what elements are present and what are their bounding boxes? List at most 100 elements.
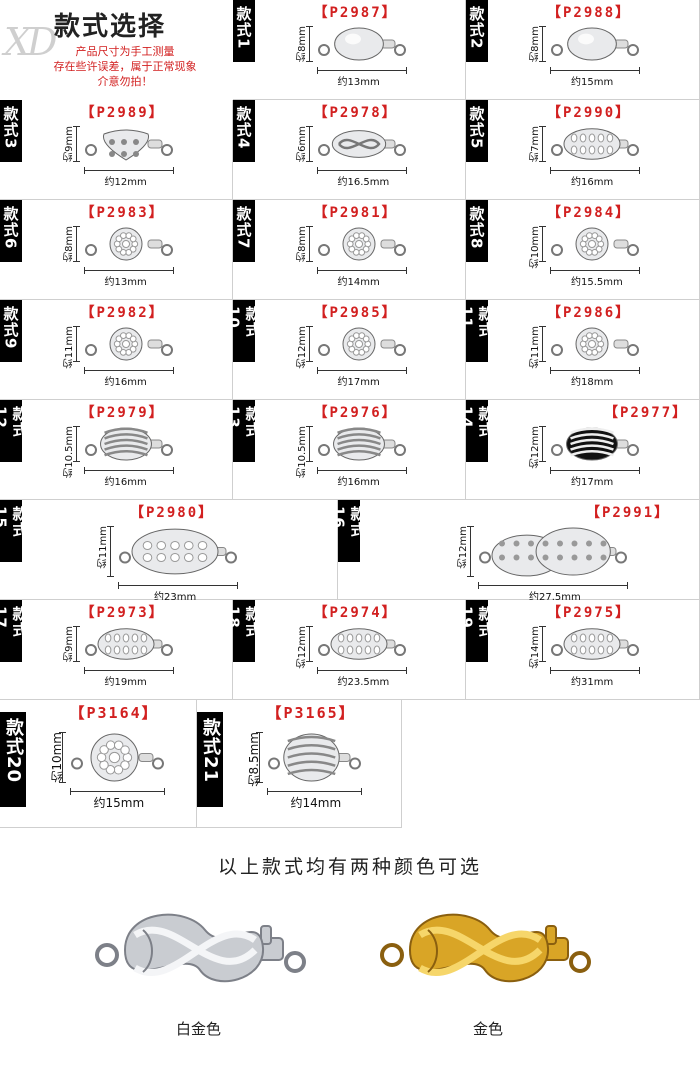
- height-size-label: 约12mm: [530, 426, 541, 469]
- width-size-label: 约19mm: [104, 677, 147, 688]
- height-dimension-line: [305, 26, 313, 62]
- clasp-image: [550, 424, 640, 468]
- height-size-label: 约12mm: [296, 326, 308, 369]
- height-size-label: 约10mm: [50, 732, 64, 783]
- clasp-image: [84, 624, 174, 668]
- width-size-label: 约23mm: [154, 592, 197, 603]
- height-dimension-line: [305, 126, 313, 162]
- color-note: 以上款式均有两种颜色可选: [217, 856, 482, 878]
- product-code: 【P3164】: [69, 704, 159, 722]
- clasp-image: [84, 224, 174, 268]
- clasp-image: [118, 524, 238, 583]
- width-dimension-line: [550, 667, 640, 674]
- height-dimension-line: [305, 226, 313, 262]
- height-dimension-line: [305, 626, 313, 662]
- style-label: 款式10: [225, 300, 262, 362]
- product-code: 【P2989】: [80, 105, 165, 121]
- width-dimension-line: [316, 667, 407, 674]
- width-size-label: 约23.5mm: [337, 677, 390, 688]
- style-label: 款式21: [197, 712, 223, 807]
- clasp-image: [317, 324, 407, 368]
- height-size-label: 约11mm: [98, 526, 109, 569]
- width-size-label: 约13mm: [337, 77, 380, 88]
- width-size-label: 约16mm: [104, 377, 147, 388]
- width-size-label: 约16mm: [337, 477, 380, 488]
- height-dimension-line: [539, 626, 546, 662]
- height-dimension-line: [256, 732, 263, 783]
- color-name-gold: 金色: [473, 1020, 504, 1038]
- height-dimension-line: [107, 526, 114, 577]
- height-dimension-line: [72, 126, 80, 162]
- style-label: 款式8: [466, 200, 488, 262]
- height-size-label: 约8mm: [530, 26, 541, 62]
- brand-logo: XD: [4, 20, 57, 64]
- width-dimension-line: [316, 67, 407, 74]
- height-size-label: 约8mm: [296, 26, 308, 62]
- style-label: 款式20: [0, 712, 26, 807]
- height-size-label: 约9mm: [63, 126, 75, 162]
- width-size-label: 约14mm: [337, 277, 380, 288]
- product-code: 【P2975】: [547, 605, 632, 621]
- style-label: 款式18: [225, 600, 262, 662]
- width-dimension-line: [83, 167, 174, 174]
- product-code: 【P2986】: [547, 305, 632, 321]
- height-size-label: 约10mm: [530, 226, 541, 269]
- width-size-label: 约27.5mm: [529, 592, 581, 603]
- product-code: 【P2991】: [586, 505, 671, 521]
- width-dimension-line: [550, 167, 640, 174]
- clasp-image: [84, 324, 174, 368]
- title-block: XD 款式选择 产品尺寸为手工测量 存在些许误差，属于正常现象 介意勿拍！: [0, 0, 233, 100]
- height-size-label: 约10.5mm: [296, 426, 308, 478]
- width-dimension-line: [550, 367, 640, 374]
- product-code: 【P2979】: [80, 405, 165, 421]
- width-size-label: 约18mm: [571, 377, 614, 388]
- style-label: 款式4: [233, 100, 255, 162]
- height-dimension-line: [72, 326, 80, 362]
- height-size-label: 约6mm: [296, 126, 308, 162]
- width-dimension-line: [316, 467, 407, 474]
- width-size-label: 约15.5mm: [571, 277, 623, 288]
- clasp-image: [317, 224, 407, 268]
- product-code: 【P2978】: [313, 105, 398, 121]
- height-dimension-line: [539, 26, 546, 62]
- style-cell: 款式18 【P2974】约12mm 约23.5mm: [225, 600, 466, 700]
- height-size-label: 约8mm: [296, 226, 308, 262]
- style-label: 款式5: [466, 100, 488, 162]
- width-dimension-line: [83, 667, 174, 674]
- style-label: 款式6: [0, 200, 22, 262]
- style-label: 款式3: [0, 100, 22, 162]
- width-size-label: 约31mm: [571, 677, 614, 688]
- height-dimension-line: [305, 426, 313, 462]
- height-size-label: 约12mm: [296, 626, 308, 669]
- clasp-image: [550, 124, 640, 168]
- height-dimension-line: [539, 426, 546, 462]
- width-dimension-line: [83, 267, 174, 274]
- height-dimension-line: [539, 126, 546, 162]
- width-size-label: 约16.5mm: [337, 177, 390, 188]
- clasp-image: [317, 24, 407, 68]
- product-code: 【P2974】: [313, 605, 398, 621]
- height-dimension-line: [467, 526, 474, 577]
- height-dimension-line: [59, 732, 66, 783]
- product-code: 【P2980】: [130, 505, 215, 521]
- height-dimension-line: [72, 626, 80, 662]
- note-line: 存在些许误差，属于正常现象: [53, 60, 197, 73]
- width-dimension-line: [267, 788, 362, 795]
- clasp-image: [550, 224, 640, 268]
- product-code: 【P2981】: [313, 205, 398, 221]
- height-dimension-line: [539, 226, 546, 262]
- product-code: 【P2982】: [80, 305, 165, 321]
- page-title: 款式选择: [54, 12, 167, 42]
- style-label: 款式15: [0, 500, 29, 562]
